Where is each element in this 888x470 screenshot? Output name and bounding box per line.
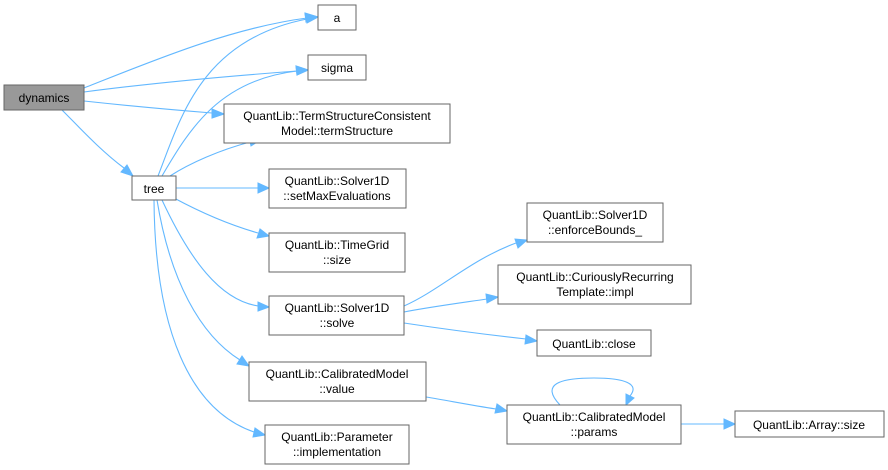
edge-dynamics-termstructure xyxy=(83,100,213,114)
arrowhead xyxy=(494,403,509,414)
node-label-line1: QuantLib::CalibratedModel xyxy=(266,367,409,381)
node-label-line2: ::value xyxy=(319,382,355,396)
node-label: tree xyxy=(144,182,165,196)
node-label-line1: QuantLib::TermStructureConsistent xyxy=(243,109,431,123)
edge-dynamics-a xyxy=(83,17,308,89)
node-label-line2: ::enforceBounds_ xyxy=(548,223,642,237)
edge-dynamics-sigma xyxy=(83,70,298,93)
arrowhead xyxy=(236,355,251,367)
edge-tree-sigma xyxy=(161,70,298,177)
edge-dynamics-tree xyxy=(61,109,125,169)
node-label-line1: QuantLib::Solver1D xyxy=(285,174,390,188)
edge-tree-timegridsize xyxy=(173,197,259,234)
arrowhead xyxy=(257,301,271,312)
arrowhead xyxy=(514,238,529,249)
arrowhead xyxy=(304,13,320,24)
node-arraysize[interactable]: QuantLib::Array::size xyxy=(734,410,885,438)
node-label-line1: QuantLib::Solver1D xyxy=(543,208,648,222)
arrowhead xyxy=(257,182,271,194)
arrowhead xyxy=(211,108,226,119)
node-parameterimpl[interactable]: QuantLib::Parameter ::implementation xyxy=(264,424,410,465)
edge-calibratedvalue-params xyxy=(425,396,497,410)
node-label: QuantLib::Array::size xyxy=(753,418,865,432)
node-dynamics[interactable]: dynamics xyxy=(3,84,85,111)
arrowhead xyxy=(723,418,737,430)
edge-tree-termstructure xyxy=(169,141,251,177)
node-label-line2: ::implementation xyxy=(293,445,381,459)
node-setmaxevaluations[interactable]: QuantLib::Solver1D ::setMaxEvaluations xyxy=(268,168,407,209)
node-label-line2: ::params xyxy=(571,425,618,439)
node-label: sigma xyxy=(321,61,353,75)
arrowhead xyxy=(625,393,635,407)
node-timegridsize[interactable]: QuantLib::TimeGrid ::size xyxy=(268,232,406,273)
edge-params-self xyxy=(551,377,634,406)
node-a[interactable]: a xyxy=(317,4,357,31)
node-enforcebounds[interactable]: QuantLib::Solver1D ::enforceBounds_ xyxy=(526,202,664,243)
node-crtimpl[interactable]: QuantLib::CuriouslyRecurring Template::i… xyxy=(497,264,692,305)
edge-solve-close xyxy=(403,322,527,340)
node-label-line1: QuantLib::Solver1D xyxy=(285,301,390,315)
node-calibratedvalue[interactable]: QuantLib::CalibratedModel ::value xyxy=(248,361,427,402)
nodes-layer: dynamics tree a sigma QuantLib::TermStru… xyxy=(3,4,885,465)
node-label-line1: QuantLib::TimeGrid xyxy=(285,238,389,252)
arrowhead xyxy=(120,164,135,177)
node-params[interactable]: QuantLib::CalibratedModel ::params xyxy=(506,404,682,445)
node-label: a xyxy=(334,11,341,25)
edge-solve-enforcebounds xyxy=(403,242,517,307)
arrowhead xyxy=(252,427,267,438)
node-label-line2: ::setMaxEvaluations xyxy=(283,189,390,203)
node-label: QuantLib::close xyxy=(552,337,636,351)
node-sigma[interactable]: sigma xyxy=(307,54,367,81)
edge-tree-a xyxy=(157,18,308,177)
arrowhead xyxy=(295,65,310,76)
arrowhead xyxy=(485,293,500,304)
node-label-line2: Template::impl xyxy=(556,285,633,299)
node-label-line1: QuantLib::CuriouslyRecurring xyxy=(516,270,673,284)
edge-tree-calibratedvalue xyxy=(156,199,241,361)
edges-layer xyxy=(61,12,737,438)
arrowhead xyxy=(256,228,271,239)
edge-solve-crtimpl xyxy=(403,298,488,313)
node-close[interactable]: QuantLib::close xyxy=(536,329,652,357)
node-label-line2: Model::termStructure xyxy=(281,124,393,138)
node-label-line1: QuantLib::Parameter xyxy=(281,430,392,444)
arrowhead xyxy=(524,334,539,345)
edge-tree-parameterimpl xyxy=(153,199,255,433)
node-tree[interactable]: tree xyxy=(131,175,177,201)
node-label-line2: ::size xyxy=(323,253,351,267)
node-label: dynamics xyxy=(19,91,70,105)
edge-tree-solve xyxy=(161,199,259,307)
node-solve[interactable]: QuantLib::Solver1D ::solve xyxy=(268,295,405,336)
node-label-line1: QuantLib::CalibratedModel xyxy=(523,410,666,424)
node-termstructure[interactable]: QuantLib::TermStructureConsistent Model:… xyxy=(223,103,451,144)
node-label-line2: ::solve xyxy=(320,316,355,330)
